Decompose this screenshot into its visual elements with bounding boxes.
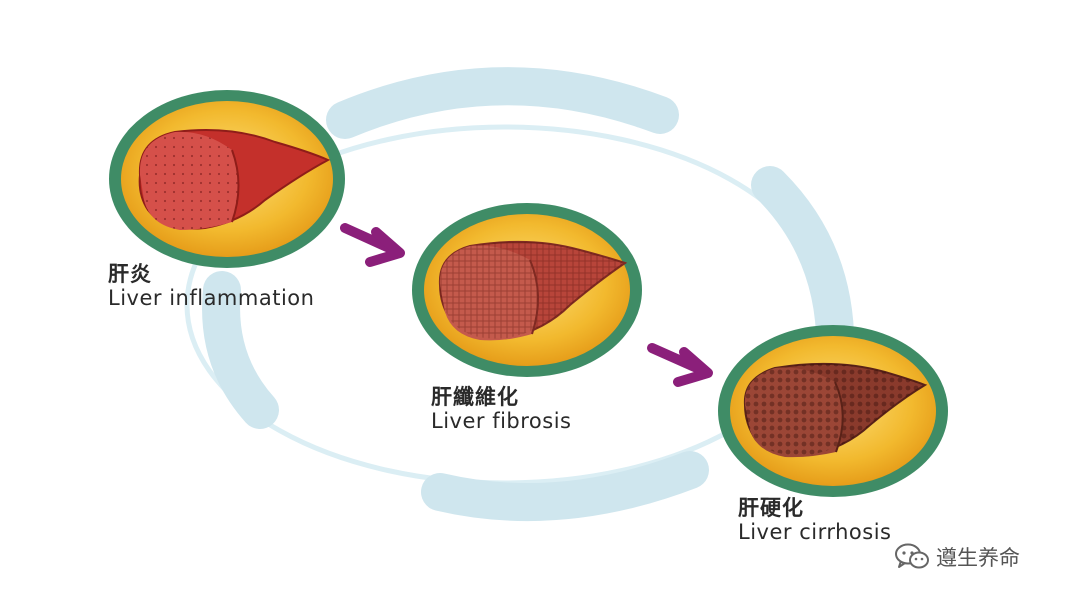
stage-label-inflammation: 肝炎 Liver inflammation xyxy=(108,262,314,310)
wechat-icon xyxy=(895,543,929,569)
watermark-text: 遵生养命 xyxy=(936,546,1020,570)
stage-cirrhosis-circle xyxy=(718,325,948,497)
arrow-fibrosis-to-cirrhosis xyxy=(647,343,713,387)
stage-label-zh: 肝硬化 xyxy=(738,496,804,520)
stage-label-fibrosis: 肝纖維化 Liver fibrosis xyxy=(431,385,572,433)
watermark: 遵生养命 xyxy=(894,542,1020,572)
stage-label-zh: 肝炎 xyxy=(108,262,152,286)
liver-cirrhosis-image xyxy=(743,362,928,458)
stage-inflammation-circle xyxy=(109,90,345,268)
stage-label-cirrhosis: 肝硬化 Liver cirrhosis xyxy=(738,496,891,544)
cycle-band-bottom xyxy=(421,451,709,522)
stage-label-en: Liver inflammation xyxy=(108,286,315,310)
arrow-inflammation-to-fibrosis xyxy=(340,223,405,267)
cycle-band-left xyxy=(202,271,279,429)
stage-label-en: Liver cirrhosis xyxy=(738,520,892,544)
stage-fibrosis-circle xyxy=(412,203,642,377)
stage-label-en: Liver fibrosis xyxy=(431,409,572,433)
stage-label-zh: 肝纖維化 xyxy=(431,385,519,409)
cycle-band-top xyxy=(326,67,679,139)
liver-fibrosis-image xyxy=(438,240,628,341)
liver-inflammation-image xyxy=(138,128,331,230)
